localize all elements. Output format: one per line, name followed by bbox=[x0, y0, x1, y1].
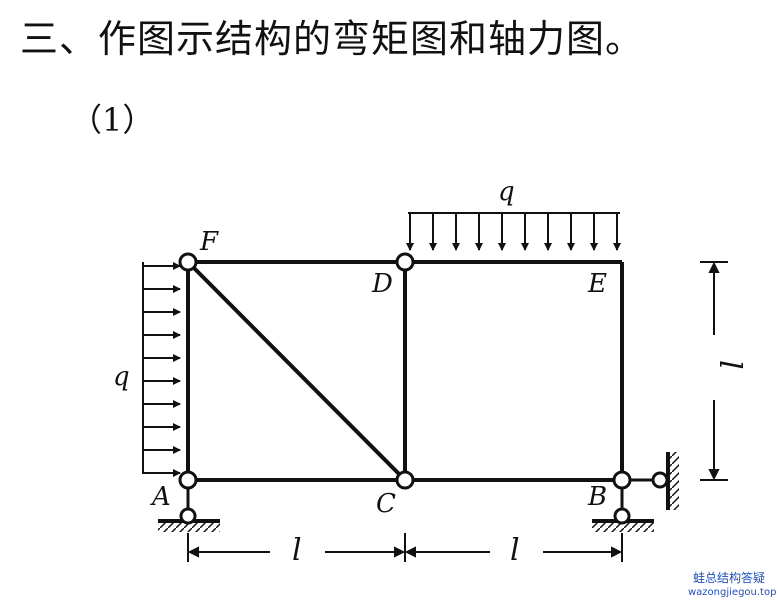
hinge-D bbox=[395, 252, 415, 272]
distributed-load-left bbox=[142, 262, 181, 477]
node-label-D: D bbox=[371, 269, 393, 299]
member-FC bbox=[186, 260, 407, 482]
node-label-C: C bbox=[376, 489, 396, 519]
span-left-label: l bbox=[292, 533, 302, 568]
distributed-load-top bbox=[406, 212, 621, 251]
support-B bbox=[592, 452, 679, 532]
node-label-F: F bbox=[199, 227, 219, 257]
node-label-B: B bbox=[587, 482, 607, 512]
node-label-E: E bbox=[587, 269, 607, 299]
hinge-C bbox=[395, 470, 415, 490]
dimension-bottom bbox=[187, 533, 623, 562]
hinge-B bbox=[612, 470, 632, 490]
span-right-label: l bbox=[510, 533, 520, 568]
hinges bbox=[178, 252, 632, 490]
height-label: l bbox=[712, 360, 747, 370]
support-A bbox=[158, 488, 220, 532]
load-label-top: q bbox=[498, 177, 515, 207]
problem-title: 三、作图示结构的弯矩图和轴力图。 bbox=[20, 17, 645, 61]
frame-members bbox=[186, 260, 624, 482]
dimension-right bbox=[700, 261, 728, 481]
problem-number: （1） bbox=[70, 101, 155, 139]
watermark-name: 蛙总结构答疑 bbox=[692, 571, 765, 585]
watermark-url: wazongjiegou.top bbox=[688, 587, 777, 598]
hinge-F bbox=[178, 252, 198, 272]
watermark: 蛙总结构答疑 wazongjiegou.top bbox=[688, 570, 777, 600]
hinge-A bbox=[178, 470, 198, 490]
node-label-A: A bbox=[150, 482, 171, 512]
load-label-left: q bbox=[113, 362, 130, 392]
